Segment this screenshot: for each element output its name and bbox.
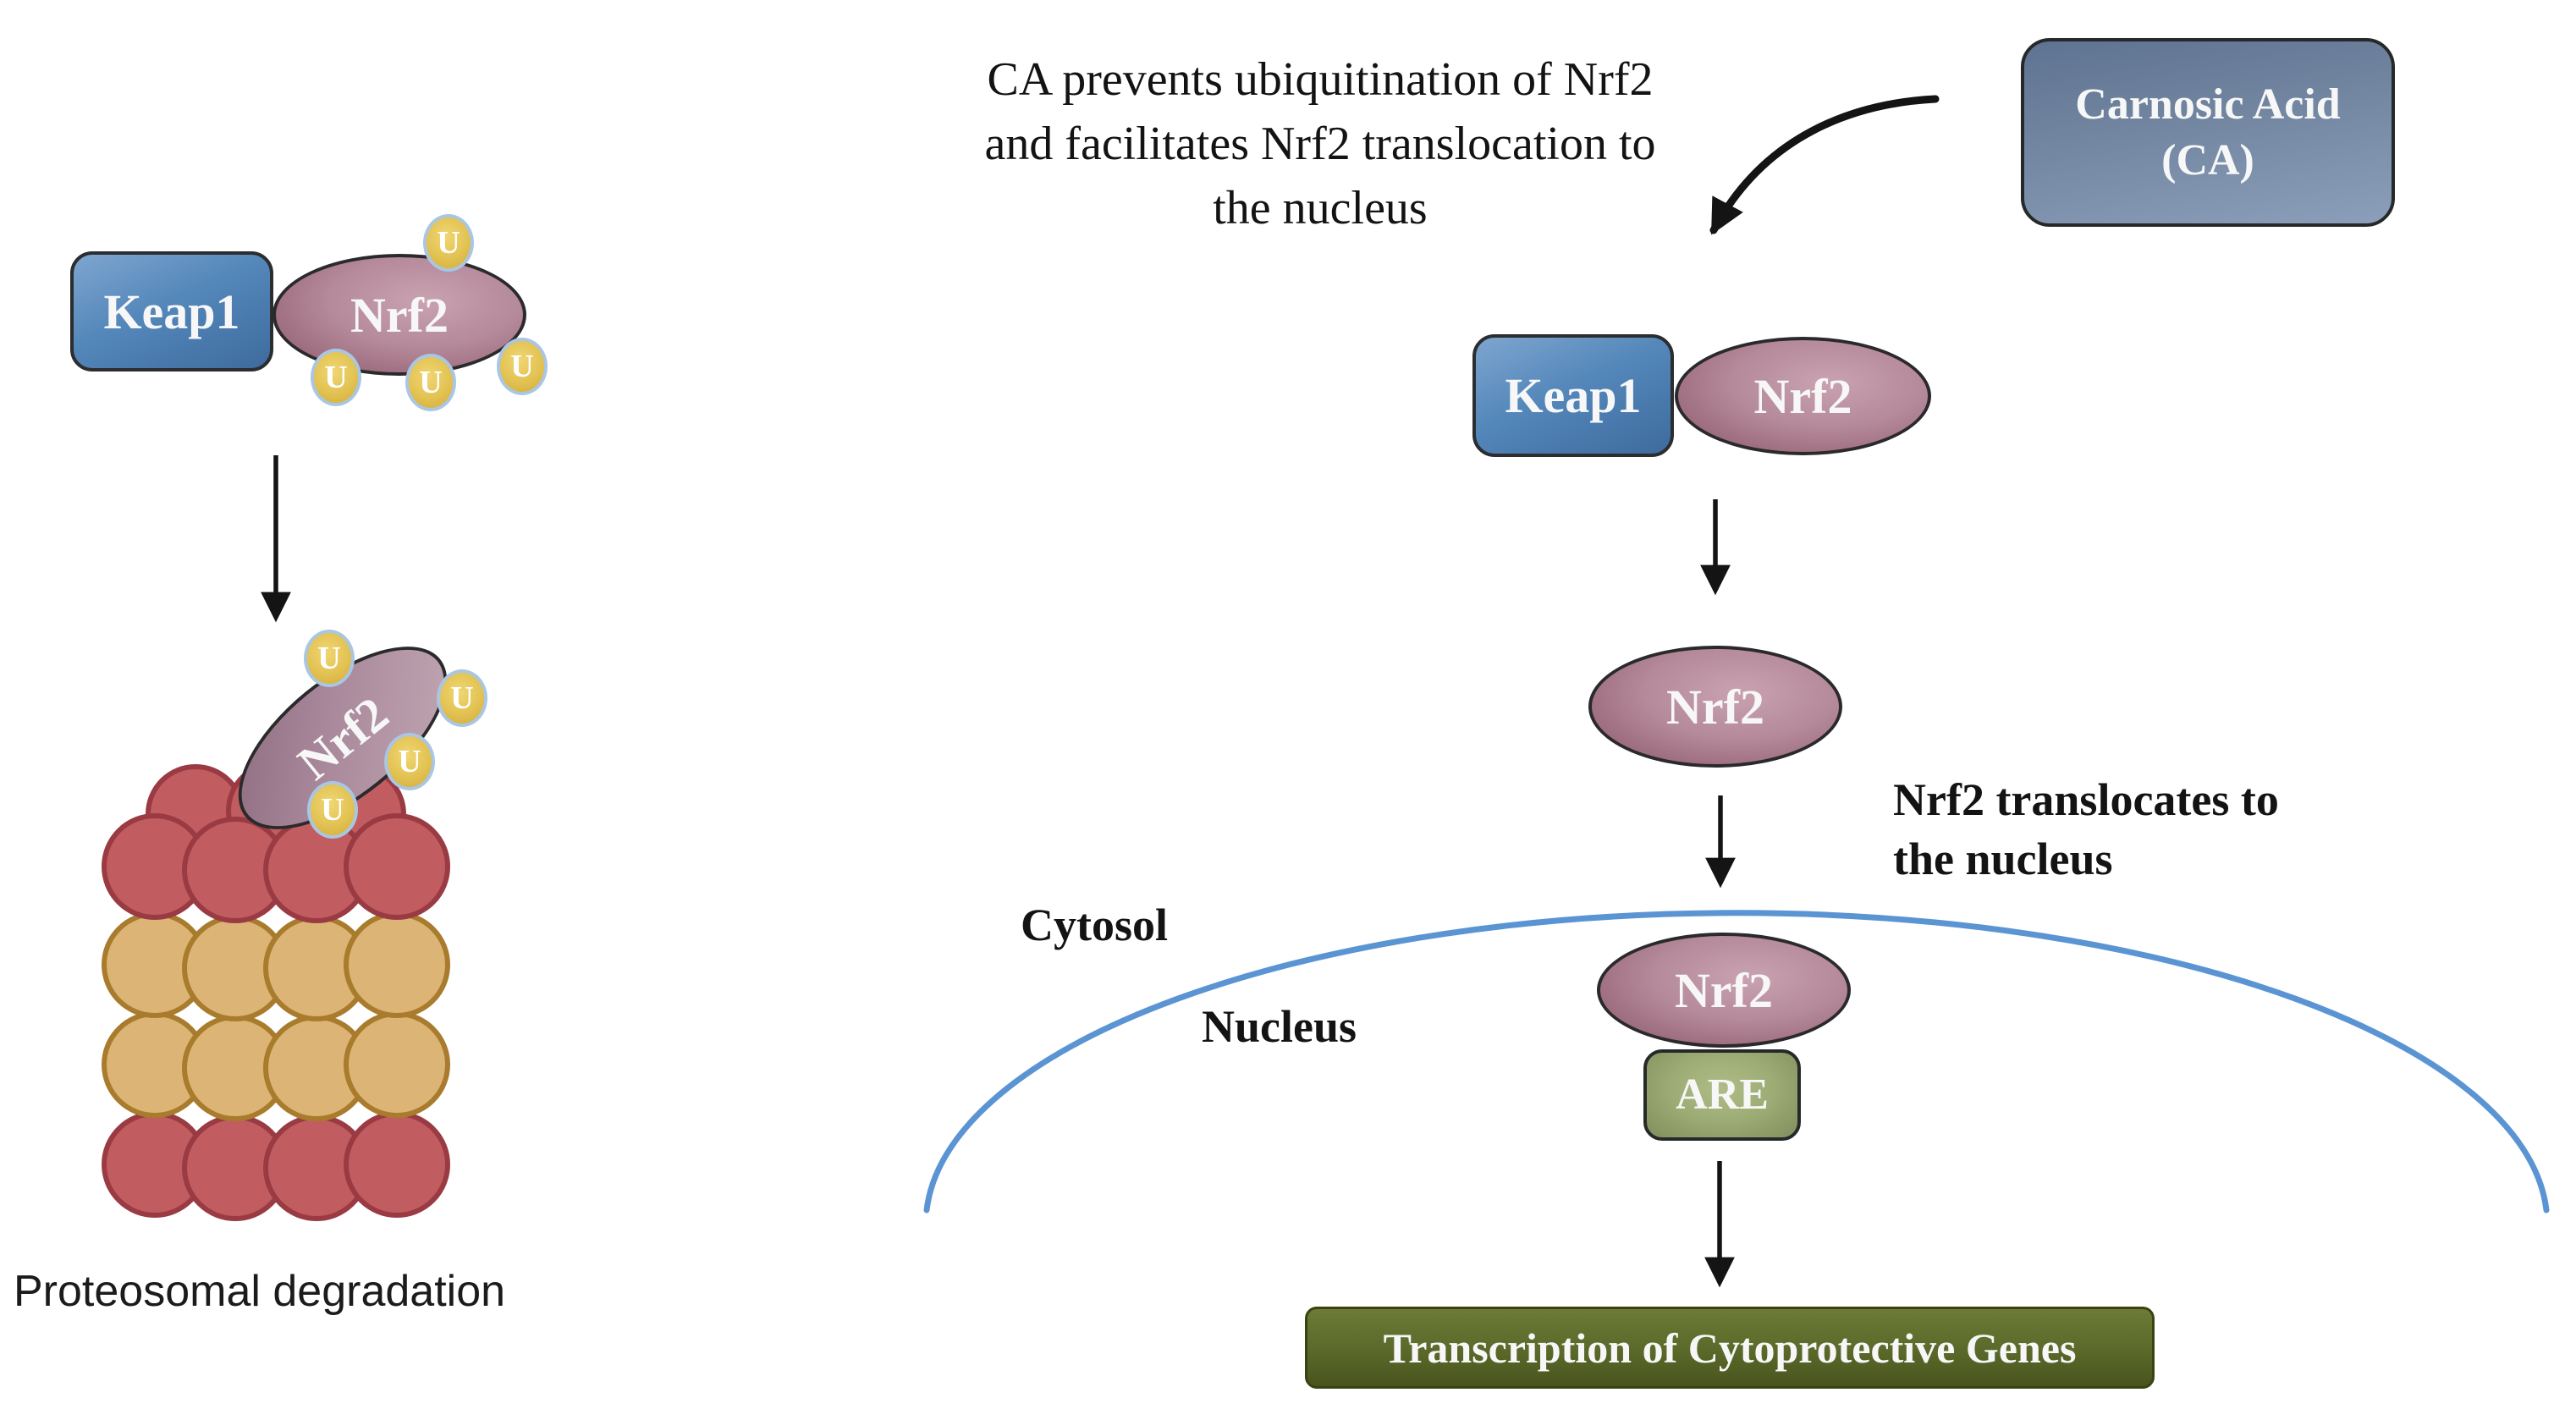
carnosic-acid-line-2: (CA)	[2161, 135, 2254, 184]
carnosic-acid-line-1: Carnosic Acid	[2075, 80, 2341, 129]
transcription-label: Transcription of Cytoprotective Genes	[1383, 1324, 2077, 1372]
ubiquitin-label: U	[317, 641, 341, 676]
keap1-box-right: Keap1	[1472, 334, 1674, 457]
ubiquitin-badge: U	[307, 781, 358, 839]
ubiquitin-label: U	[324, 360, 348, 395]
keap1-box-left: Keap1	[70, 251, 273, 372]
nrf2-ellipse-free: Nrf2	[1588, 646, 1842, 768]
are-box: ARE	[1643, 1049, 1801, 1141]
translocation-note-line-1: Nrf2 translocates to	[1893, 774, 2279, 825]
ubiquitin-badge: U	[311, 349, 361, 406]
ubiquitin-label: U	[398, 744, 421, 779]
translocation-note-line-2: the nucleus	[1893, 834, 2113, 884]
carnosic-acid-box: Carnosic Acid (CA)	[2021, 38, 2395, 227]
nrf2-ellipse-complex: Nrf2	[1675, 337, 1931, 455]
nrf2-label: Nrf2	[287, 685, 399, 790]
nrf2-label: Nrf2	[1753, 368, 1852, 424]
nrf2-label: Nrf2	[1666, 679, 1764, 735]
header-line-1: CA prevents ubiquitination of Nrf2	[987, 53, 1654, 106]
translocation-note: Nrf2 translocates to the nucleus	[1893, 770, 2279, 889]
ubiquitin-badge: U	[384, 733, 435, 790]
ubiquitin-badge: U	[437, 669, 487, 727]
ubiquitin-label: U	[437, 225, 460, 261]
ubiquitin-badge: U	[497, 338, 548, 395]
nrf2-ellipse-nucleus: Nrf2	[1597, 933, 1851, 1048]
nrf2-label: Nrf2	[350, 287, 449, 343]
ubiquitin-label: U	[510, 349, 534, 384]
keap1-label: Keap1	[1505, 368, 1642, 423]
nuclear-membrane-curve	[923, 910, 2550, 1214]
header-text: CA prevents ubiquitination of Nrf2 and f…	[910, 47, 1731, 240]
flow-arrows	[261, 455, 1736, 1288]
ubiquitin-label: U	[450, 680, 474, 716]
nrf2-ellipse-left: Nrf2	[272, 254, 526, 376]
ubiquitin-label: U	[419, 365, 443, 400]
ubiquitin-badge: U	[423, 214, 474, 272]
ubiquitin-badge: U	[304, 630, 355, 687]
proteosomal-degradation-caption: Proteosomal degradation	[14, 1267, 506, 1316]
transcription-box: Transcription of Cytoprotective Genes	[1305, 1307, 2155, 1389]
nrf2-label: Nrf2	[1675, 962, 1773, 1018]
proteasome-barrel	[102, 761, 450, 1221]
arrow-carnosic-to-complex	[1709, 95, 1940, 235]
header-line-3: the nucleus	[1213, 182, 1428, 234]
are-label: ARE	[1676, 1071, 1769, 1119]
ubiquitin-label: U	[321, 792, 344, 828]
cytosol-label: Cytosol	[1021, 900, 1168, 950]
keap1-label: Keap1	[103, 283, 240, 339]
nucleus-label: Nucleus	[1202, 1001, 1357, 1052]
header-line-2: and facilitates Nrf2 translocation to	[984, 118, 1656, 170]
ubiquitin-badge: U	[405, 354, 456, 411]
